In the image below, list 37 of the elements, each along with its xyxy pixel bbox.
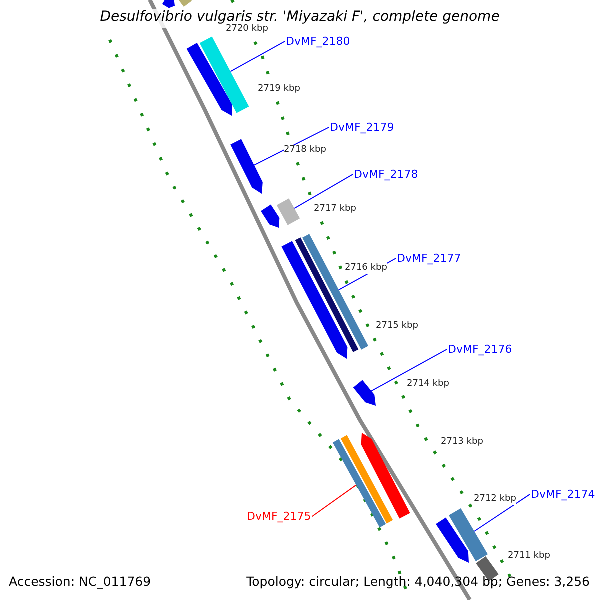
position-label: 2713 kbp <box>441 437 484 448</box>
leader-line <box>254 127 330 166</box>
gene-feature <box>332 439 386 528</box>
position-label: 2711 kbp <box>508 551 550 562</box>
gene-feature <box>230 139 263 194</box>
gene-label: DvMF_2174 <box>531 488 596 502</box>
leader-line <box>474 494 530 532</box>
position-label: 2717 kbp <box>314 204 356 215</box>
gene-label: DvMF_2175 <box>247 510 312 524</box>
gene-feature <box>353 380 376 406</box>
gene-feature <box>200 36 250 114</box>
gene-label: DvMF_2180 <box>286 35 350 48</box>
genome-info-text: Topology: circular; Length: 4,040,304 bp; Genes: 3,256 <box>246 574 590 589</box>
position-label: 2718 kbp <box>284 145 326 156</box>
position-label: 2714 kbp <box>407 379 450 390</box>
position-label: 2716 kbp <box>345 263 388 274</box>
accession-text: Accession: NC_011769 <box>9 574 152 589</box>
leader-line <box>294 174 354 210</box>
position-label: 2715 kbp <box>376 321 418 332</box>
leader-line <box>312 484 357 518</box>
leader-line <box>371 349 448 392</box>
gene-feature <box>276 198 300 226</box>
leader-line <box>230 41 286 72</box>
gene-feature <box>261 204 280 228</box>
gene-label: DvMF_2177 <box>397 252 462 266</box>
position-label: 2719 kbp <box>258 84 300 95</box>
gene-feature <box>449 508 488 562</box>
gene-feature <box>186 43 232 116</box>
gene-label: DvMF_2178 <box>354 168 418 182</box>
gene-feature <box>302 234 368 350</box>
gene-feature <box>340 435 394 524</box>
gene-label: DvMF_2176 <box>448 343 512 356</box>
position-label: 2712 kbp <box>474 494 516 505</box>
gene-feature <box>436 518 469 563</box>
gene-label: DvMF_2179 <box>330 121 394 134</box>
position-label: 2720 kbp <box>226 24 268 35</box>
gene-feature <box>361 433 410 519</box>
